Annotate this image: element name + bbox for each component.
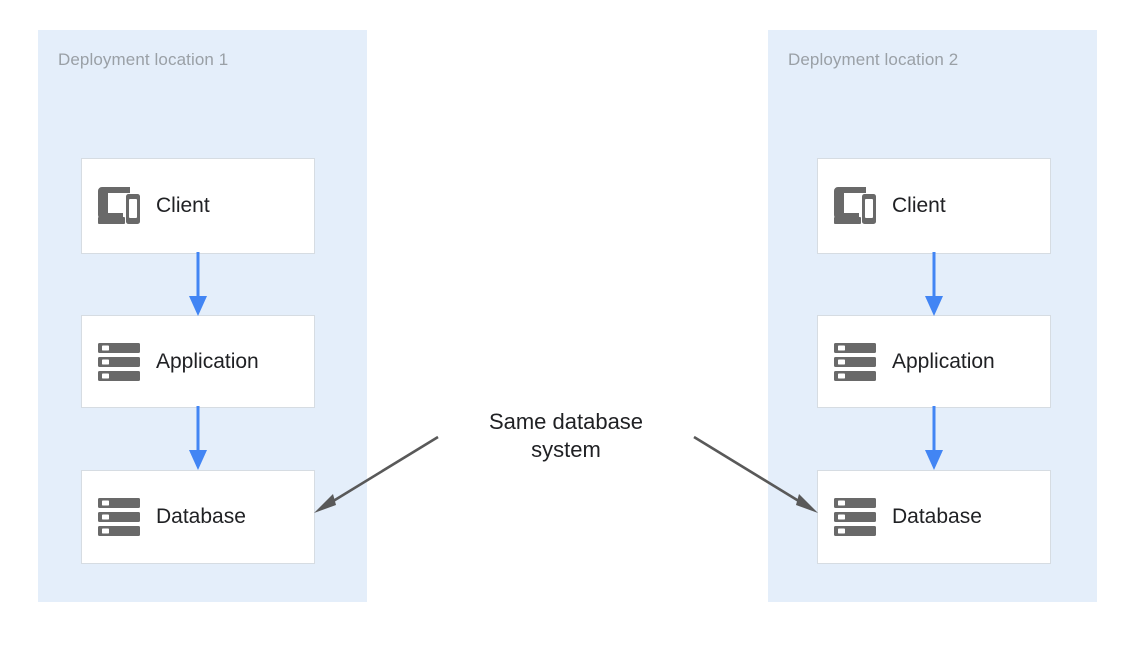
node-application-zone-2[interactable]: Application bbox=[817, 315, 1051, 408]
node-client-zone-1-label: Client bbox=[156, 194, 210, 217]
zone-1-label: Deployment location 1 bbox=[58, 50, 229, 69]
devices-icon bbox=[818, 185, 892, 227]
server-stack-icon bbox=[82, 496, 156, 538]
node-application-zone-2-label: Application bbox=[892, 349, 995, 373]
node-database-zone-2[interactable]: Database bbox=[817, 470, 1051, 564]
node-database-zone-1-label: Database bbox=[156, 505, 246, 528]
annotation-same-database-system: Same database system bbox=[488, 409, 644, 463]
devices-icon bbox=[82, 185, 156, 227]
server-stack-icon bbox=[82, 341, 156, 383]
server-stack-icon bbox=[818, 496, 892, 538]
node-client-zone-2[interactable]: Client bbox=[817, 158, 1051, 254]
node-database-zone-2-label: Database bbox=[892, 505, 982, 528]
node-client-zone-1[interactable]: Client bbox=[81, 158, 315, 254]
node-application-zone-1[interactable]: Application bbox=[81, 315, 315, 408]
zone-2-label: Deployment location 2 bbox=[788, 50, 959, 69]
node-client-zone-2-label: Client bbox=[892, 194, 946, 217]
node-application-zone-1-label: Application bbox=[156, 349, 259, 373]
node-database-zone-1[interactable]: Database bbox=[81, 470, 315, 564]
server-stack-icon bbox=[818, 341, 892, 383]
